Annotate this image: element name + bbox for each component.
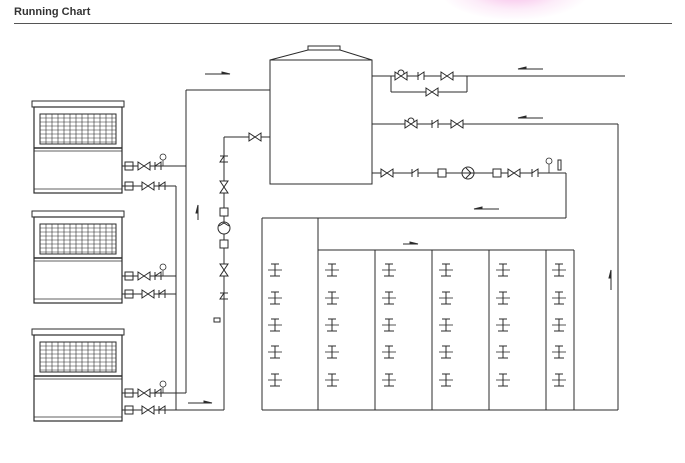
page-title: Running Chart xyxy=(14,6,91,18)
heat-pump-unit-3 xyxy=(31,328,125,422)
flow-arrow xyxy=(188,66,612,404)
line-fittings xyxy=(394,69,562,178)
storage-tank xyxy=(269,45,373,185)
heat-pump-unit-2 xyxy=(31,210,125,304)
terminal-unit-icon xyxy=(267,263,567,387)
header-divider xyxy=(14,23,672,24)
page-header: Running Chart xyxy=(14,6,672,26)
check-valve-icon xyxy=(154,155,228,414)
filter-icon xyxy=(213,207,229,323)
decorative-pink-glow xyxy=(440,0,590,20)
unit-connections xyxy=(122,89,270,415)
gate-valve-icon xyxy=(137,132,262,415)
heat-pump-unit-1 xyxy=(31,100,125,194)
pressure-gauge-icon xyxy=(159,153,553,393)
